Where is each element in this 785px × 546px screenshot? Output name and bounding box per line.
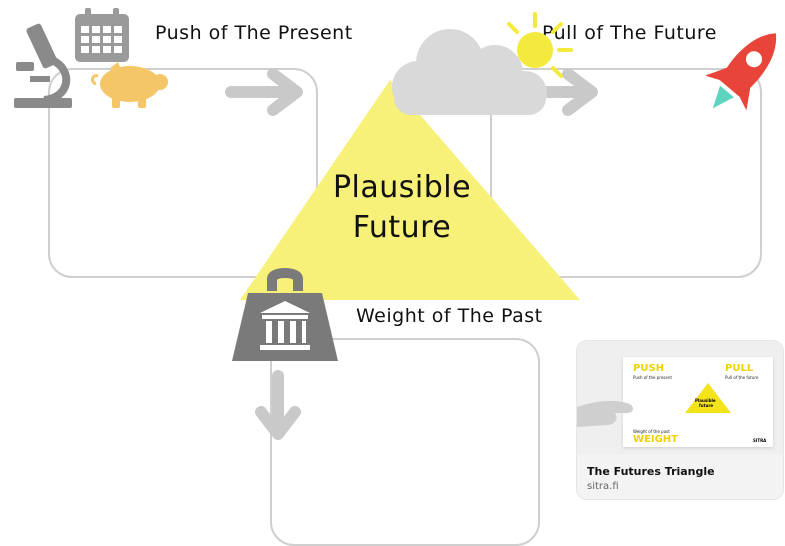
hand-icon: [577, 400, 633, 427]
calendar-icon: [75, 8, 129, 62]
thumb-push-sub: Push of the present: [633, 375, 672, 380]
push-arrow-icon: [225, 68, 303, 116]
pull-label: Pull of The Future: [542, 22, 717, 44]
thumb-center-line-2: future: [699, 403, 714, 408]
weight-label: Weight of The Past: [356, 305, 543, 327]
thumb-push-word: PUSH: [633, 363, 665, 374]
thumb-pull-word: PULL: [725, 363, 754, 374]
bank-weight-icon: [232, 268, 338, 361]
link-preview-domain: sitra.fi: [587, 481, 619, 492]
piggy-bank-icon: [90, 62, 168, 108]
thumb-brand: SITRA: [753, 438, 767, 443]
link-preview-title: The Futures Triangle: [587, 465, 715, 478]
thumb-weight-word: WEIGHT: [633, 434, 678, 445]
weight-arrow-icon: [255, 370, 301, 440]
thumb-triangle: [685, 383, 731, 413]
center-title-line-2: Future: [352, 210, 452, 245]
sun-icon: [507, 12, 573, 78]
link-preview-card[interactable]: PUSH Push of the present PULL Pull of th…: [577, 341, 783, 499]
pull-box: [490, 68, 762, 278]
center-title: Plausible Future: [302, 168, 502, 248]
link-preview-thumbnail: PUSH Push of the present PULL Pull of th…: [577, 341, 783, 454]
center-title-line-1: Plausible: [332, 170, 472, 205]
push-label: Push of The Present: [155, 22, 353, 44]
thumb-weight-sub: Weight of the past: [633, 429, 670, 434]
cloud-icon: [392, 29, 547, 115]
thumb-center-line-1: Plausible: [695, 398, 716, 403]
thumb-pull-sub: Pull of the future: [725, 375, 759, 380]
microscope-icon: [14, 23, 72, 108]
rocket-icon: [705, 33, 777, 111]
push-box: [48, 68, 318, 278]
